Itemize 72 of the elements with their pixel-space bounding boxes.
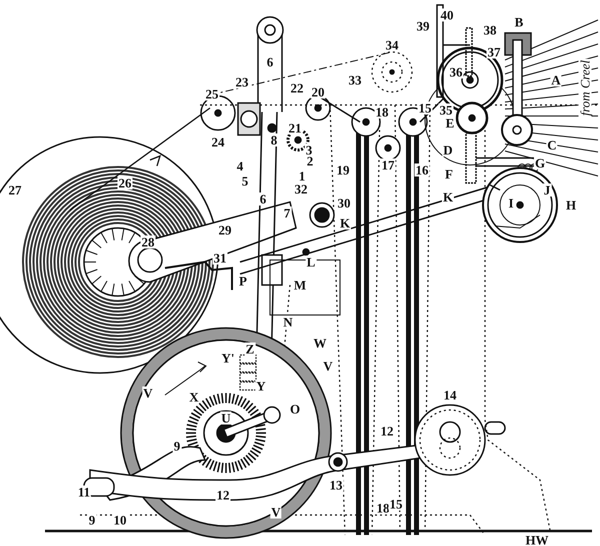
callout-label: 4 [236,160,244,172]
callout-label: 21 [288,122,302,134]
callout-label: 7 [282,206,292,220]
callout-label: 28 [140,236,156,248]
callout-label: K [442,190,454,204]
callout-label: K [338,216,352,230]
callout-label: 29 [218,224,232,236]
callout-label: 8 [270,134,278,146]
callout-label: 18 [376,502,390,514]
callout-label: F [444,168,454,180]
callout-label: 12 [380,424,394,438]
callout-label: 25 [204,88,220,100]
callout-label: 17 [380,158,396,172]
callout-label: D [442,144,454,156]
callout-label: 22 [290,82,304,94]
callout-label: 5 [240,174,250,188]
callout-label: A [550,74,562,86]
callout-label: 15 [388,498,404,510]
callout-label: V [322,360,334,372]
callout-label: 1 [298,170,306,182]
callout-label: 34 [384,38,400,52]
callout-label: 23 [234,76,250,88]
callout-label: O [288,402,302,416]
callout-label: G [534,156,546,170]
callout-label: 6 [258,192,268,206]
callout-label: W [312,336,328,350]
callout-label: 37 [486,46,502,58]
callout-label: 15 [418,102,432,114]
callout-label: 38 [482,24,498,36]
callout-label: 32 [294,182,308,196]
callout-label: 18 [374,106,390,118]
callout-label: 9 [88,514,96,526]
callout-label: 6 [266,56,274,68]
callout-label: 9 [172,440,182,452]
callout-label: 30 [336,196,352,210]
callout-label: 33 [348,74,362,86]
callout-label: H [564,198,578,212]
callout-label: V [142,386,154,400]
callout-label: X [188,390,200,404]
callout-label: 40 [440,8,454,22]
annotation-text: from Creel [578,59,592,117]
callout-label: 2 [306,154,314,168]
callout-label: Y' [220,352,236,364]
callout-label: 16 [414,164,430,176]
callout-label: Z [244,342,256,356]
callout-label: 13 [328,478,344,492]
callout-label: 36 [448,66,464,78]
callout-label: L [306,256,316,268]
callout-label: U [220,412,232,424]
callout-label: 20 [310,86,326,98]
callout-label: E [444,116,456,130]
callout-label: V [270,506,282,518]
callout-label: 10 [112,514,128,526]
callout-label: N [282,316,294,328]
callout-label: 39 [416,20,430,32]
callout-label: Y [255,380,267,392]
callout-label: J [542,184,552,196]
callout-label: 12 [216,488,230,502]
callout-label: 24 [210,136,226,148]
callout-label: 11 [76,486,92,498]
callout-label: 26 [118,176,132,190]
callout-label: 14 [442,388,458,402]
callout-label: C [546,138,558,152]
callout-label: B [514,16,524,28]
callout-label: M [292,278,308,292]
callout-label: 35 [438,104,454,116]
callout-label: 27 [8,184,22,196]
callout-label: P [238,274,248,288]
callout-label: 19 [336,164,350,176]
callout-label: I [507,196,515,210]
callout-label: HW [524,534,550,546]
callout-label: 31 [212,252,228,264]
